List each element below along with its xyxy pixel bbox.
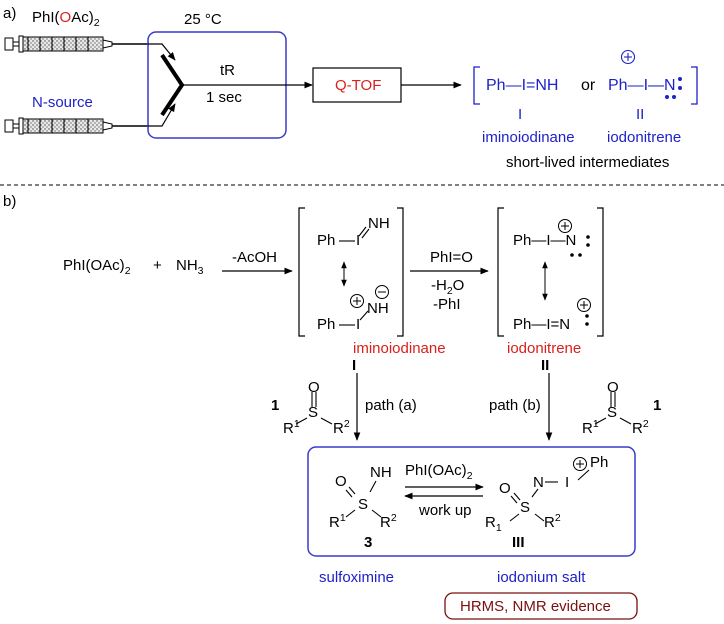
label-II: II (636, 106, 645, 123)
path-a-label: path (a) (365, 397, 417, 414)
salt-r1: R1 (485, 514, 502, 534)
salt-r2: R2 (544, 512, 561, 531)
intermediate-iminoiodinane: Ph—I=NH (486, 77, 559, 94)
evidence-box (444, 592, 638, 620)
reactant-nh3: NH3 (176, 257, 204, 277)
salt-i: I (565, 474, 570, 491)
salt-s: S (520, 499, 531, 516)
reverse-reagent: work up (419, 502, 472, 519)
salt-o: O (499, 480, 511, 497)
intermediate-iodonitrene: Ph—I—N (608, 77, 676, 94)
product-box (307, 446, 636, 557)
salt-n: N (533, 474, 544, 491)
lone-pair-dots-nitrene-top (570, 235, 590, 257)
step2-loss-water: -H2O (431, 277, 465, 297)
plus-charge-a (620, 49, 636, 65)
sulfoxide-label-left: 1 (271, 397, 280, 414)
sulfoxide-left-o: O (308, 379, 320, 396)
name-sulfoximine: sulfoximine (319, 569, 395, 586)
name-iminoiodinane-b: iminoiodinane (353, 340, 446, 357)
label-I: I (518, 106, 523, 123)
sulfoximine-bonds (345, 480, 382, 518)
plus-sign: + (153, 257, 162, 274)
sulfoximine-o: O (335, 473, 347, 490)
imino-top-i: I (356, 232, 361, 249)
temperature-label: 25 °C (184, 11, 222, 28)
syringe-bottom-icon (4, 117, 148, 135)
lone-pair-dots-a (665, 77, 682, 99)
plus-charge-nitrene-bot (577, 298, 591, 312)
sulfoximine-label: 3 (364, 534, 373, 551)
sulfoxide-left-r2: R2 (333, 418, 350, 437)
sulfoxide-right-bonds (594, 392, 632, 425)
step2-loss-phi: -PhI (433, 296, 461, 313)
reagent-n-source: N-source (32, 94, 93, 111)
or-label: or (581, 77, 596, 94)
step2-reagent: PhI=O (430, 249, 473, 266)
imino-top-ph: Ph (317, 232, 336, 249)
step1-reagent: -AcOH (232, 249, 277, 266)
sulfoxide-left-bonds (295, 392, 333, 425)
name-iminoiodinane: iminoiodinane (482, 129, 575, 146)
residence-time-label: tR (220, 62, 235, 79)
sulfoximine-nh: NH (370, 464, 392, 481)
imino-bot-i: I (356, 316, 361, 333)
salt-ph: Ph (590, 454, 609, 471)
minus-charge-imino (375, 285, 389, 299)
nitrene-top: Ph—I—N (513, 232, 577, 249)
sulfoxide-left-s: S (308, 404, 319, 421)
mixer-junction (148, 43, 313, 127)
path-b-label: path (b) (489, 397, 541, 414)
imino-bot-nh: NH (367, 300, 389, 317)
salt-label: III (512, 534, 525, 551)
bracket-left (473, 66, 480, 105)
part-b-label: b) (3, 193, 17, 210)
evidence-label: HRMS, NMR evidence (460, 598, 611, 615)
sulfoximine-s: S (358, 496, 369, 513)
label-I-b: I (352, 357, 357, 374)
name-iodonium-salt: iodonium salt (497, 569, 586, 586)
forward-reagent: PhI(OAc)2 (405, 462, 473, 482)
plus-charge-imino (350, 294, 364, 308)
sulfoximine-r2: R2 (380, 512, 397, 531)
name-iodonitrene-b: iodonitrene (507, 340, 582, 357)
sulfoximine-r1: R1 (329, 512, 346, 531)
imino-bot-ph: Ph (317, 316, 336, 333)
part-a-label: a) (3, 5, 17, 22)
imino-top-nh: NH (368, 215, 390, 232)
caption-short-lived: short-lived intermediates (506, 154, 670, 171)
sulfoxide-right-s: S (607, 404, 618, 421)
label-II-b: II (541, 357, 550, 374)
sulfoxide-left-r1: R1 (283, 418, 300, 437)
bracket-right (691, 66, 698, 105)
nitrene-bot: Ph—I=N (513, 316, 571, 333)
detector-label: Q-TOF (335, 77, 382, 94)
name-iodonitrene: iodonitrene (607, 129, 682, 146)
reactant-phi-oac2: PhI(OAc)2 (63, 257, 131, 277)
plus-charge-salt (573, 457, 587, 471)
plus-charge-nitrene-top (558, 219, 572, 233)
sulfoxide-label-right: 1 (653, 397, 662, 414)
reagent-phi-oac2: PhI(OAc)2 (32, 9, 100, 29)
sulfoxide-right-r1: R1 (582, 418, 599, 437)
sulfoxide-right-r2: R2 (632, 418, 649, 437)
lone-pair-dots-nitrene-bot (585, 314, 589, 326)
syringe-top-icon (4, 35, 148, 53)
residence-time-value: 1 sec (206, 89, 242, 106)
sulfoxide-right-o: O (607, 379, 619, 396)
iodonium-salt-bonds (509, 469, 590, 522)
